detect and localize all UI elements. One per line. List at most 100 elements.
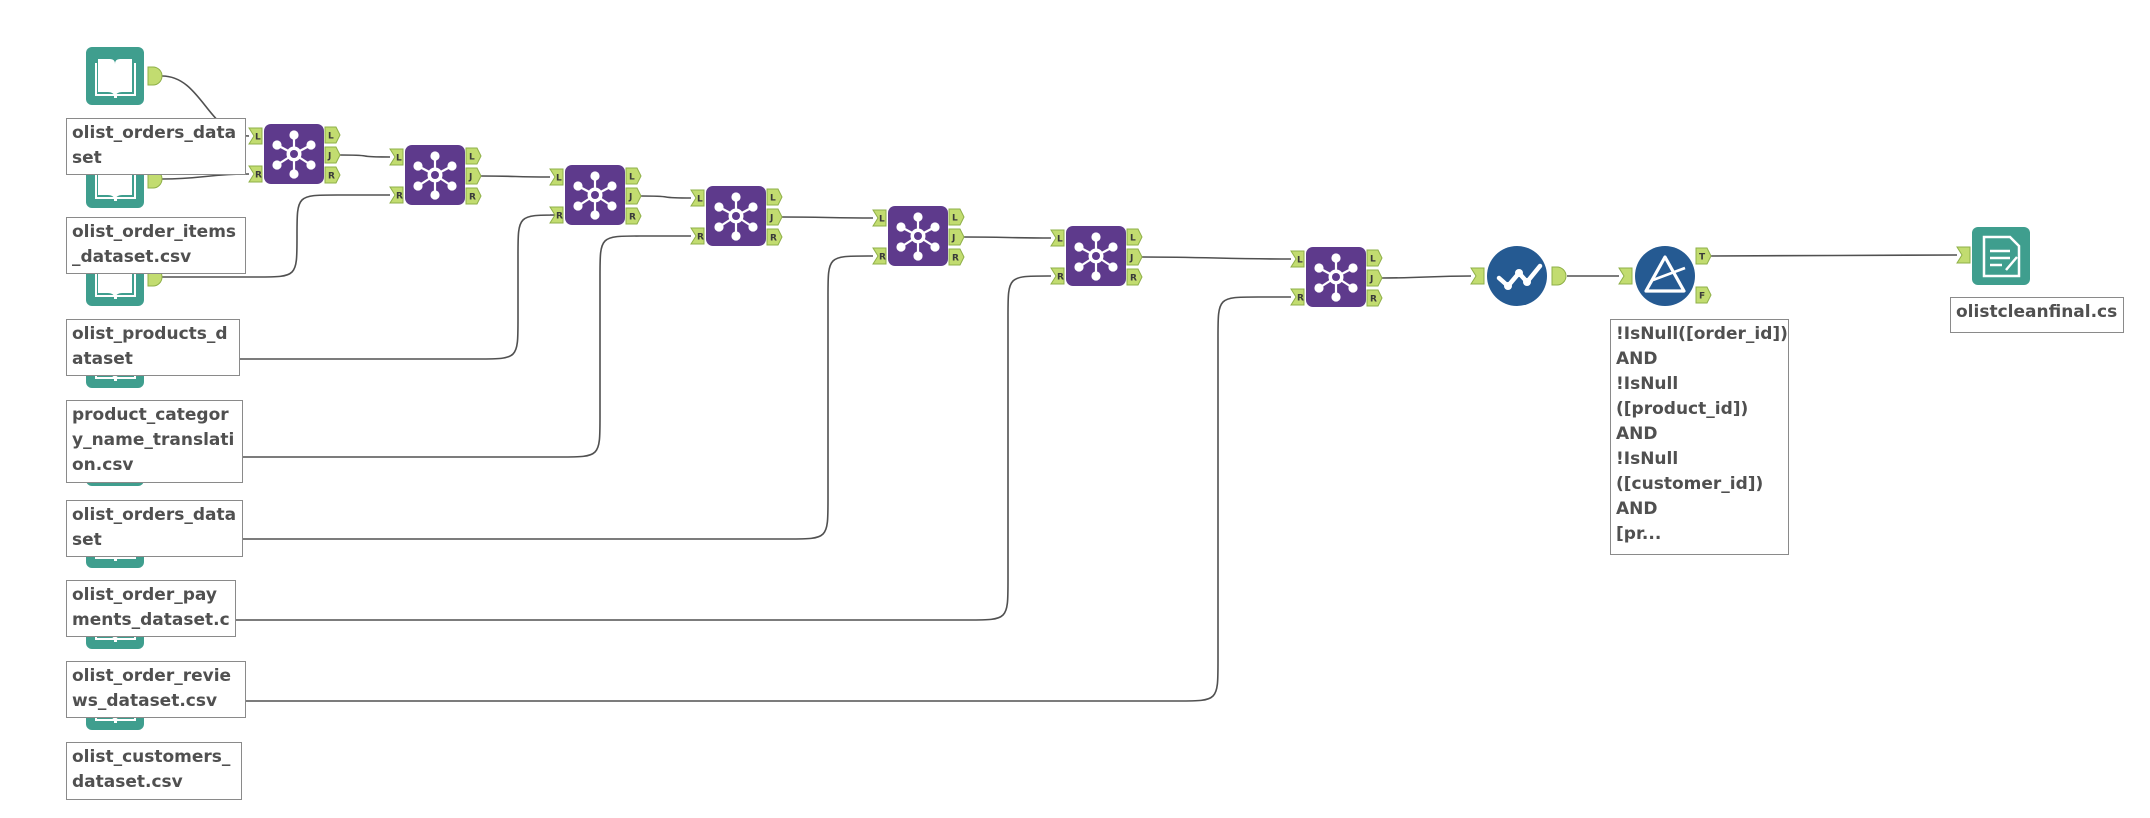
join-4-output-left[interactable]: L: [766, 188, 783, 206]
svg-text:L: L: [469, 153, 475, 163]
join-5-output-join[interactable]: J: [948, 228, 965, 246]
svg-text:L: L: [1130, 234, 1136, 244]
join-4-output-join[interactable]: J: [766, 208, 783, 226]
output-label: olistcleanfinal.csv: [1950, 297, 2124, 333]
join-5-output-left[interactable]: L: [948, 208, 965, 226]
join-1-output-right[interactable]: R: [324, 166, 341, 184]
wire-input7-join6: [162, 275, 1051, 621]
wire-input6-join5: [162, 255, 873, 540]
join-3-input-right[interactable]: R: [549, 206, 564, 224]
join-2-output-join[interactable]: J: [465, 167, 482, 185]
svg-text:L: L: [952, 214, 958, 224]
filter-triangle-icon: [1644, 255, 1686, 293]
join-6-output-join[interactable]: J: [1126, 248, 1143, 266]
join-3-output-right[interactable]: R: [625, 207, 642, 225]
select-input-anchor[interactable]: [1470, 267, 1485, 285]
svg-text:R: R: [629, 213, 636, 223]
svg-text:R: R: [255, 171, 262, 181]
svg-text:R: R: [770, 234, 777, 244]
input-output-anchor-1[interactable]: [147, 66, 163, 86]
join-6-input-left[interactable]: L: [1050, 229, 1065, 247]
filter-false-anchor[interactable]: F: [1695, 286, 1712, 304]
select-tool[interactable]: [1487, 246, 1547, 306]
join-tool-1[interactable]: [264, 124, 324, 184]
svg-text:L: L: [396, 154, 402, 164]
join-6-input-right[interactable]: R: [1050, 267, 1065, 285]
filter-tool[interactable]: [1635, 246, 1695, 306]
join-5-input-left[interactable]: L: [872, 209, 887, 227]
svg-text:R: R: [396, 192, 403, 202]
join-1-input-left[interactable]: L: [248, 127, 263, 145]
wire-filter-output: [1710, 254, 1958, 257]
join-2-input-right[interactable]: R: [389, 186, 404, 204]
input-label-7: olist_order_reviews_dataset.csv: [66, 661, 246, 718]
svg-text:R: R: [1370, 295, 1377, 305]
svg-text:R: R: [1297, 294, 1304, 304]
select-output-anchor[interactable]: [1551, 266, 1567, 286]
svg-text:L: L: [697, 195, 703, 205]
join-1-input-right[interactable]: R: [248, 165, 263, 183]
svg-text:L: L: [1057, 235, 1063, 245]
wire-join5-join6: [963, 236, 1052, 239]
join-2-output-right[interactable]: R: [465, 187, 482, 205]
join-7-output-join[interactable]: J: [1366, 269, 1383, 287]
join-4-input-right[interactable]: R: [690, 227, 705, 245]
svg-text:R: R: [328, 172, 335, 182]
filter-input-anchor[interactable]: [1618, 267, 1633, 285]
checkmark-icon: [1496, 263, 1543, 290]
input-label-8: olist_customers_dataset.csv: [66, 742, 242, 800]
join-network-icon: [896, 212, 940, 261]
filter-expression-label: !IsNull([order_id]) AND !IsNull ([produc…: [1610, 319, 1789, 555]
join-tool-5[interactable]: [888, 206, 948, 266]
output-input-anchor[interactable]: [1956, 246, 1971, 264]
svg-text:L: L: [255, 133, 261, 143]
svg-text:L: L: [1370, 255, 1376, 265]
input-label-4: product_category_name_translation.csv: [66, 400, 243, 483]
join-3-output-join[interactable]: J: [625, 187, 642, 205]
svg-text:R: R: [556, 212, 563, 222]
input-label-1: olist_orders_dataset: [66, 118, 246, 175]
join-5-output-right[interactable]: R: [948, 248, 965, 266]
join-tool-6[interactable]: [1066, 226, 1126, 286]
join-7-input-left[interactable]: L: [1290, 250, 1305, 268]
join-3-output-left[interactable]: L: [625, 167, 642, 185]
join-tool-7[interactable]: [1306, 247, 1366, 307]
svg-text:J: J: [468, 173, 472, 183]
input-tool-1[interactable]: [86, 47, 144, 105]
join-1-output-left[interactable]: L: [324, 126, 341, 144]
join-7-output-right[interactable]: R: [1366, 289, 1383, 307]
svg-text:L: L: [770, 194, 776, 204]
join-5-input-right[interactable]: R: [872, 247, 887, 265]
wire-input8-join7: [162, 296, 1291, 702]
join-2-output-left[interactable]: L: [465, 147, 482, 165]
join-3-input-left[interactable]: L: [549, 168, 564, 186]
wire-input4-join3: [162, 214, 559, 360]
join-tool-4[interactable]: [706, 186, 766, 246]
svg-text:R: R: [879, 253, 886, 263]
join-7-input-right[interactable]: R: [1290, 288, 1305, 306]
join-tool-3[interactable]: [565, 165, 625, 225]
input-label-6: olist_order_payments_dataset.csv: [66, 580, 236, 637]
svg-text:R: R: [952, 254, 959, 264]
svg-text:R: R: [1130, 274, 1137, 284]
svg-text:J: J: [327, 152, 331, 162]
filter-true-anchor[interactable]: T: [1695, 247, 1712, 265]
join-tool-2[interactable]: [405, 145, 465, 205]
join-2-input-left[interactable]: L: [389, 148, 404, 166]
join-1-output-join[interactable]: J: [324, 146, 341, 164]
wire-join4-join5: [781, 216, 874, 219]
output-tool[interactable]: [1972, 227, 2030, 285]
join-6-output-right[interactable]: R: [1126, 268, 1143, 286]
join-4-input-left[interactable]: L: [690, 189, 705, 207]
svg-text:L: L: [328, 132, 334, 142]
wire-join7-select: [1381, 275, 1472, 279]
join-4-output-right[interactable]: R: [766, 228, 783, 246]
svg-text:R: R: [697, 233, 704, 243]
join-7-output-left[interactable]: L: [1366, 249, 1383, 267]
wire-join1-join2: [339, 154, 391, 158]
join-network-icon: [1314, 253, 1358, 302]
join-6-output-left[interactable]: L: [1126, 228, 1143, 246]
svg-text:L: L: [556, 174, 562, 184]
